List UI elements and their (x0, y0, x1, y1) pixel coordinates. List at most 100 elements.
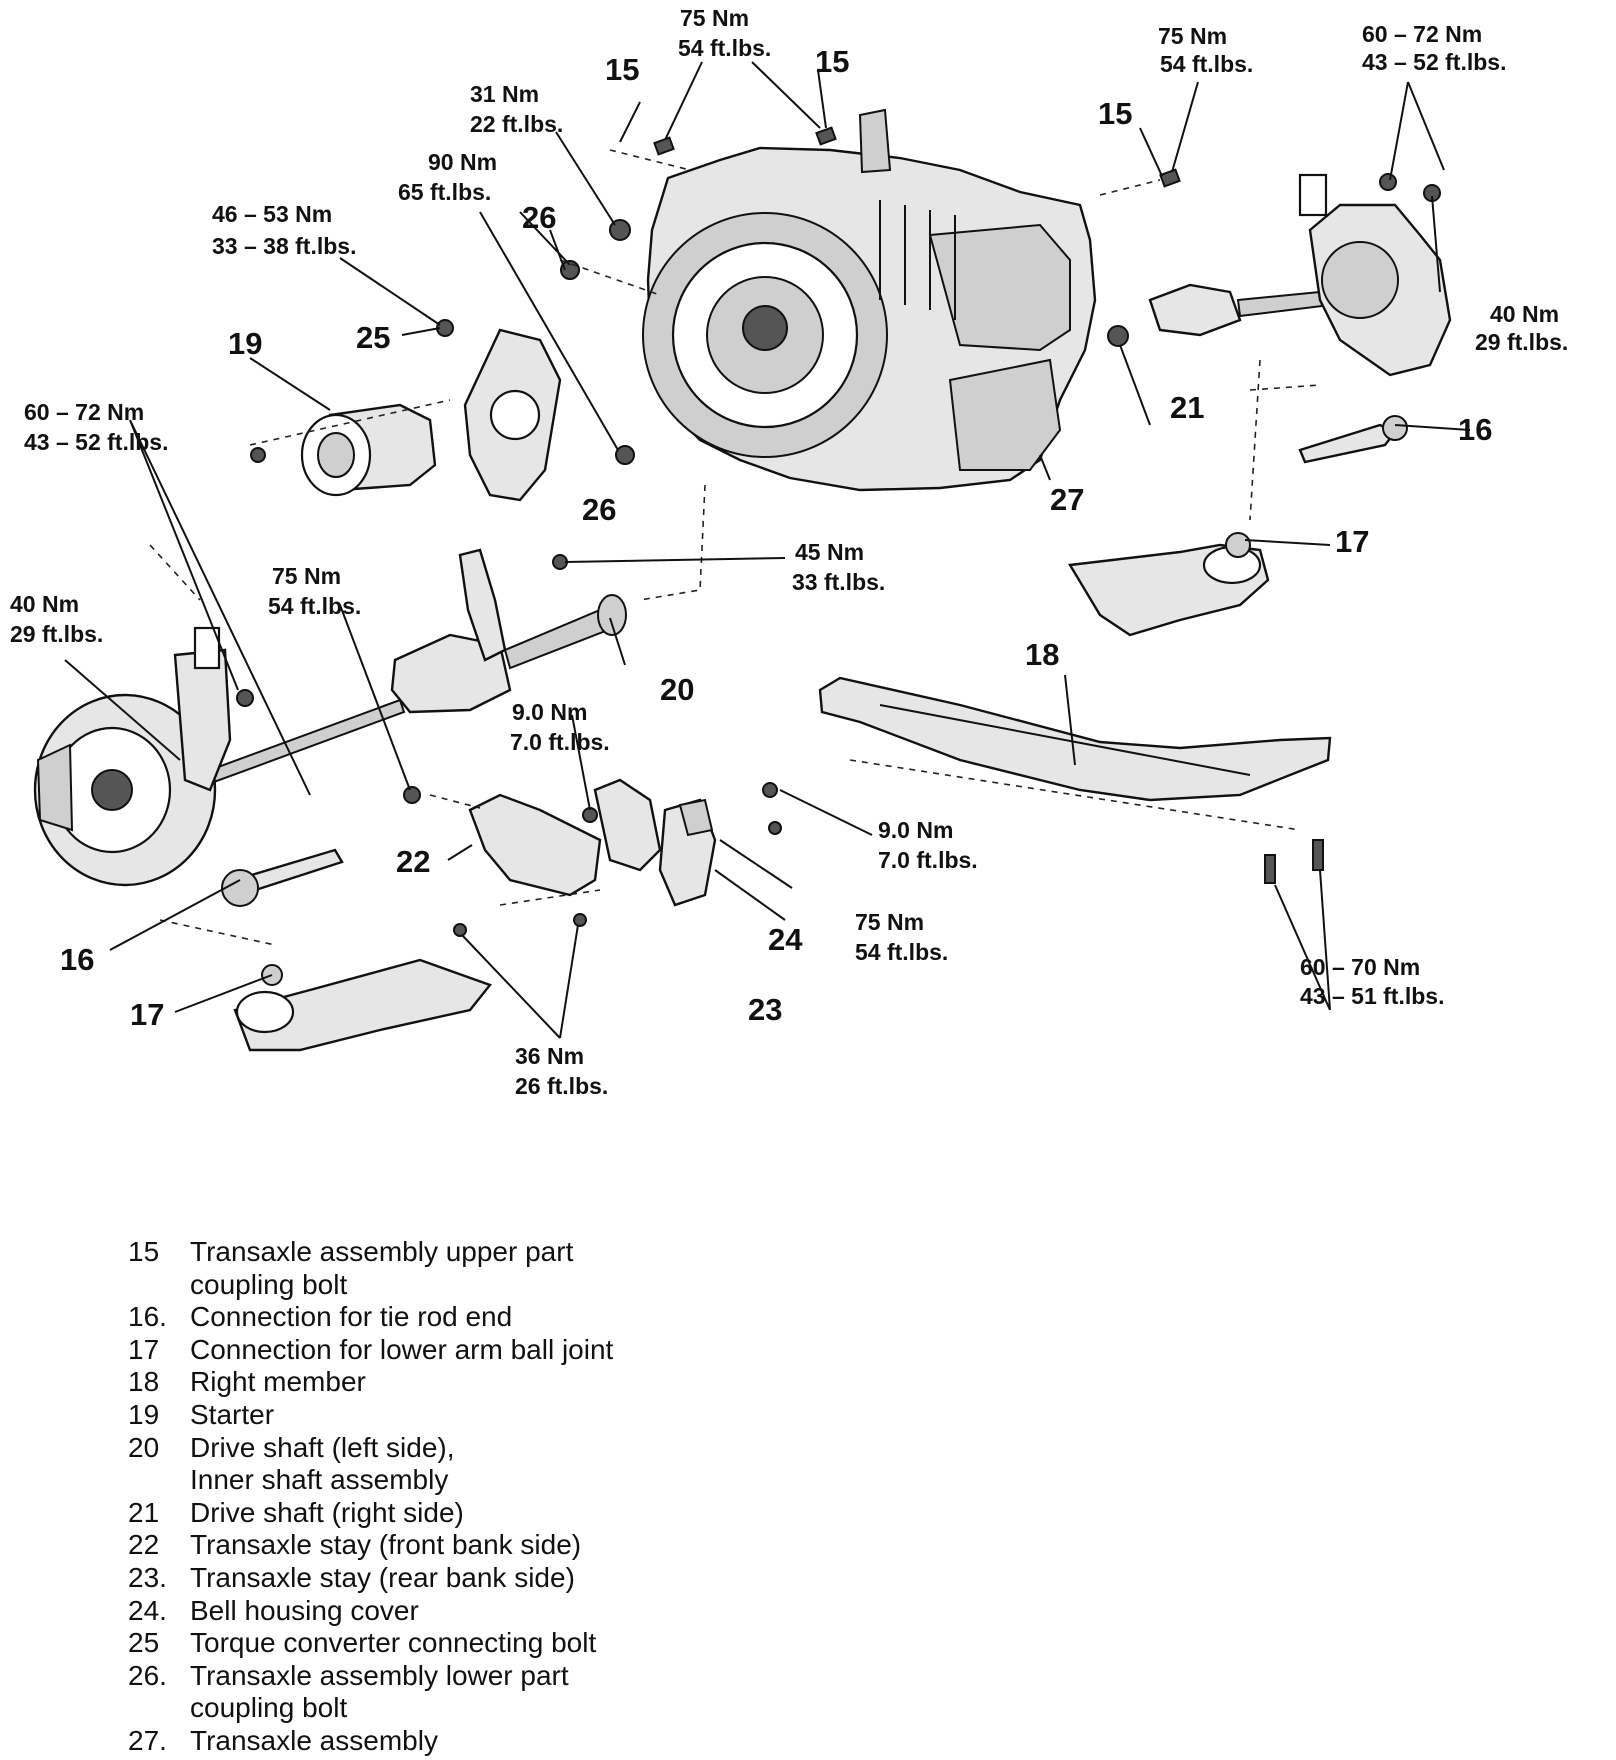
torque-ftlbs: 54 ft.lbs. (1160, 51, 1253, 77)
legend-number (128, 1269, 190, 1302)
torque-nm: 9.0 Nm (878, 817, 953, 843)
leader-lines (64, 61, 1471, 1039)
torque-nm: 31 Nm (470, 81, 539, 107)
legend-row: 16. Connection for tie rod end (128, 1301, 748, 1334)
legend-number: 26. (128, 1659, 167, 1691)
bell-housing-cover (678, 798, 714, 837)
callout-17: 17 (1335, 524, 1369, 559)
torque-ftlbs: 65 ft.lbs. (398, 179, 491, 205)
torque-nm: 60 – 72 Nm (1362, 21, 1482, 47)
legend-number (128, 1692, 190, 1725)
legend-row: coupling bolt (128, 1692, 748, 1725)
torque-nm: 46 – 53 Nm (212, 201, 332, 227)
legend-description: Connection for tie rod end (190, 1301, 513, 1333)
legend-number: 21 (128, 1496, 160, 1528)
torque-nm: 75 Nm (680, 5, 749, 31)
torque-ftlbs: 33 ft.lbs. (792, 569, 885, 595)
legend-row: 17 Connection for lower arm ball joint (128, 1334, 748, 1367)
legend-number: 20 (128, 1431, 160, 1463)
torque-ftlbs: 22 ft.lbs. (470, 111, 563, 137)
legend-number: 18 (128, 1366, 160, 1398)
legend-description: coupling bolt (190, 1692, 348, 1724)
torque-ftlbs: 33 – 38 ft.lbs. (212, 233, 356, 259)
exploded-view-diagram: 15 15 15 26 26 25 19 21 16 27 17 18 20 2… (10, 5, 1568, 1099)
legend-row: Inner shaft assembly (128, 1464, 748, 1497)
torque-ftlbs: 7.0 ft.lbs. (878, 847, 978, 873)
callout-26: 26 (522, 200, 556, 235)
torque-nm: 60 – 70 Nm (1300, 954, 1420, 980)
legend-row: 21 Drive shaft (right side) (128, 1497, 748, 1530)
legend-description: Transaxle assembly upper part (190, 1236, 574, 1267)
legend-row: 19 Starter (128, 1399, 748, 1432)
callout-20: 20 (660, 672, 694, 707)
legend-description: Bell housing cover (190, 1594, 419, 1626)
callout-26: 26 (582, 492, 616, 527)
tie-rod-end-left (221, 848, 344, 907)
torque-ftlbs: 54 ft.lbs. (678, 35, 771, 61)
alignment-lines (149, 149, 1321, 946)
callout-18: 18 (1025, 637, 1059, 672)
torque-ftlbs: 29 ft.lbs. (10, 621, 103, 647)
torque-ftlbs: 43 – 52 ft.lbs. (1362, 49, 1506, 75)
legend-number: 25 (128, 1627, 160, 1659)
callout-16: 16 (1458, 412, 1492, 447)
brake-disc-left (33, 626, 232, 887)
legend-number: 19 (128, 1398, 160, 1430)
legend-row: 23. Transaxle stay (rear bank side) (128, 1562, 748, 1595)
transaxle-assembly (642, 108, 1097, 492)
legend-description: Torque converter connecting bolt (190, 1627, 597, 1659)
torque-nm: 45 Nm (795, 539, 864, 565)
callout-17: 17 (130, 997, 164, 1032)
legend-number: 27. (128, 1724, 167, 1756)
torque-nm: 75 Nm (855, 909, 924, 935)
torque-ftlbs: 29 ft.lbs. (1475, 329, 1568, 355)
torque-nm: 36 Nm (515, 1043, 584, 1069)
torque-ftlbs: 43 – 51 ft.lbs. (1300, 983, 1444, 1009)
drive-shaft-right (1107, 283, 1324, 347)
torque-nm: 60 – 72 Nm (24, 399, 144, 425)
legend-description: Drive shaft (left side), (190, 1431, 455, 1463)
legend-row: 27. Transaxle assembly (128, 1725, 748, 1758)
legend-description: Transaxle stay (rear bank side) (190, 1561, 575, 1593)
callout-numbers: 15 15 15 26 26 25 19 21 16 27 17 18 20 2… (60, 44, 1492, 1032)
torque-nm: 40 Nm (10, 591, 79, 617)
legend-description: Transaxle stay (front bank side) (190, 1529, 582, 1561)
callout-22: 22 (396, 844, 430, 879)
callout-27: 27 (1050, 482, 1084, 517)
callout-25: 25 (356, 320, 390, 355)
lower-arm-right (1068, 532, 1270, 637)
lower-arm-left (233, 958, 492, 1052)
bolts (236, 126, 1441, 937)
torque-ftlbs: 54 ft.lbs. (268, 593, 361, 619)
legend-description: Drive shaft (right side) (190, 1496, 464, 1528)
callout-21: 21 (1170, 390, 1204, 425)
legend-row: 26.Transaxle assembly lower part (128, 1660, 748, 1693)
callout-23: 23 (748, 992, 782, 1027)
adapter-plate (463, 328, 562, 502)
legend-description: Inner shaft assembly (190, 1464, 449, 1496)
callout-24: 24 (768, 922, 803, 957)
legend-description: Starter (190, 1398, 275, 1430)
starter (300, 403, 437, 497)
torque-nm: 75 Nm (272, 563, 341, 589)
legend-number (128, 1464, 190, 1497)
callout-15: 15 (605, 52, 639, 87)
torque-nm: 90 Nm (428, 149, 497, 175)
legend-number: 16. (128, 1301, 167, 1333)
legend-number: 17 (128, 1333, 160, 1365)
legend-row: 24.Bell housing cover (128, 1595, 748, 1628)
legend-row: 25 Torque converter connecting bolt (128, 1627, 748, 1660)
legend-description: Transaxle assembly (190, 1724, 438, 1756)
transaxle-stay-front (468, 793, 602, 897)
torque-nm: 40 Nm (1490, 301, 1559, 327)
legend-row: coupling bolt (128, 1269, 748, 1302)
legend-number: 23. (128, 1561, 167, 1593)
drive-shaft-left (208, 548, 627, 784)
right-member (818, 676, 1332, 802)
transaxle-stay-rear (593, 778, 717, 907)
legend-description: Connection for lower arm ball joint (190, 1333, 614, 1365)
